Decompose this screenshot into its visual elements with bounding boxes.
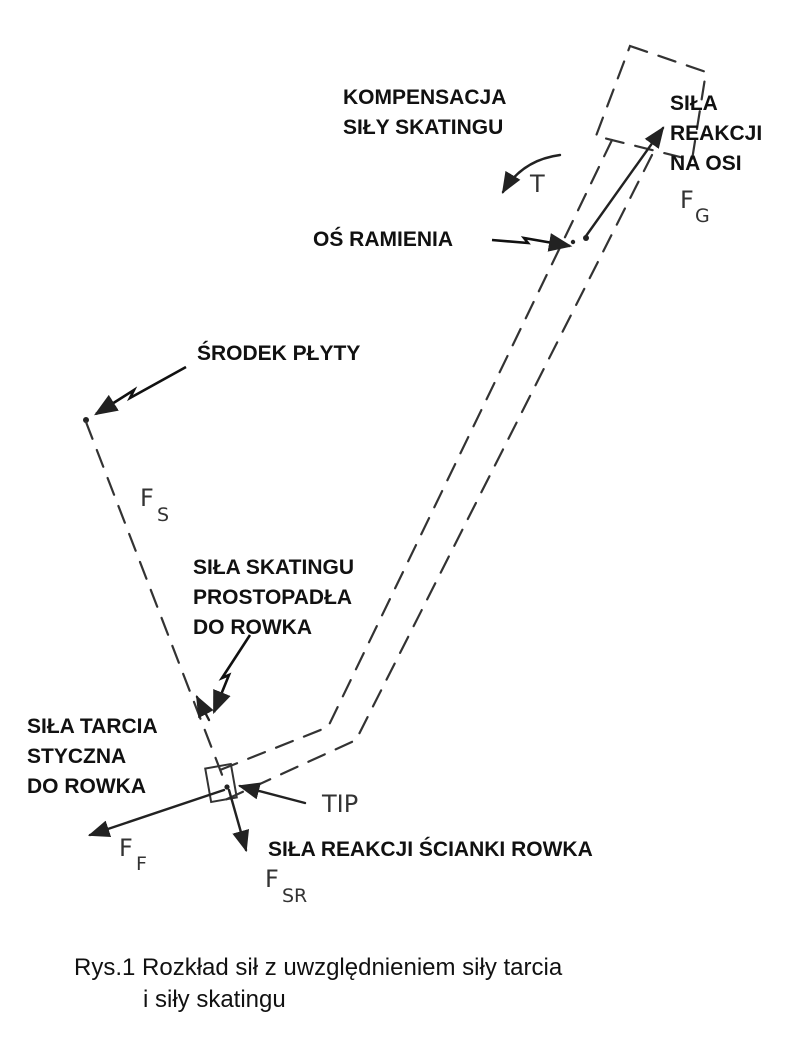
label-os-ramienia: OŚ RAMIENIA: [313, 227, 453, 251]
skating-force-line: [84, 420, 228, 787]
record-center-point: [83, 417, 89, 423]
symbol-fg-main: F: [680, 186, 694, 214]
label-sila-reakcji-scianki: SIŁA REAKCJI ŚCIANKI ROWKA: [268, 837, 593, 861]
label-sila-reakcji-na-osi-line-1: SIŁA: [670, 92, 718, 115]
leader-sila-skatingu: [212, 634, 252, 715]
leader-srodek-plyty: [94, 365, 187, 416]
symbol-fs: F S: [140, 484, 169, 526]
leader-os-ramienia: [491, 233, 573, 252]
symbol-fs-main: F: [140, 484, 154, 512]
tonearm-tube-left: [213, 138, 614, 774]
caption-line-2: i siły skatingu: [143, 986, 286, 1013]
leader-tip: [237, 782, 307, 805]
fg-arrow: [584, 126, 665, 238]
label-sila-reakcji-na-osi-line-3: NA OSI: [670, 152, 742, 175]
symbol-torque: T: [529, 170, 545, 198]
label-sila-tarcia: SIŁA TARCIA STYCZNA DO ROWKA: [27, 715, 163, 798]
label-sila-tarcia-line-3: DO ROWKA: [27, 775, 146, 798]
tonearm-headshell: [594, 44, 708, 162]
pivot-point: [583, 235, 589, 241]
caption-line-1: Rys.1 Rozkład sił z uwzględnieniem siły …: [74, 954, 563, 981]
symbol-ff-main: F: [119, 834, 133, 862]
caption: Rys.1 Rozkład sił z uwzględnieniem siły …: [74, 954, 569, 1013]
tonearm: [204, 44, 708, 804]
label-sila-tarcia-line-1: SIŁA TARCIA: [27, 715, 157, 738]
label-sila-tarcia-line-2: STYCZNA: [27, 745, 126, 768]
fsr-arrow: [227, 788, 250, 853]
label-sila-skatingu: SIŁA SKATINGU PROSTOPADŁA DO ROWKA: [193, 556, 360, 639]
symbol-fsr-sub: SR: [282, 885, 307, 907]
label-kompensacja-line-1: KOMPENSACJA: [343, 86, 506, 109]
label-srodek-plyty: ŚRODEK PŁYTY: [197, 341, 360, 365]
stylus-tip-point: [224, 784, 230, 790]
symbol-fs-sub: S: [157, 504, 169, 526]
symbol-fsr: F SR: [265, 865, 307, 907]
label-sila-reakcji-na-osi: SIŁA REAKCJI NA OSI: [670, 92, 768, 175]
ff-arrow: [87, 788, 226, 838]
tonearm-tube-right: [223, 153, 654, 802]
label-sila-skatingu-line-3: DO ROWKA: [193, 616, 312, 639]
label-sila-skatingu-line-2: PROSTOPADŁA: [193, 586, 352, 609]
symbol-ff-sub: F: [136, 853, 147, 875]
label-sila-skatingu-line-1: SIŁA SKATINGU: [193, 556, 354, 579]
torque-arrow: [501, 153, 562, 194]
label-kompensacja-line-2: SIŁY SKATINGU: [343, 116, 503, 139]
symbol-fg: F G: [680, 186, 710, 227]
label-kompensacja: KOMPENSACJA SIŁY SKATINGU: [343, 86, 511, 139]
symbol-ff: F F: [119, 834, 147, 875]
fs-arrow: [195, 695, 214, 722]
symbol-fsr-main: F: [265, 865, 279, 893]
symbol-fg-sub: G: [695, 205, 710, 227]
pivot-point-2: [570, 239, 576, 245]
label-sila-reakcji-na-osi-line-2: REAKCJI: [670, 122, 762, 145]
label-tip: TIP: [321, 790, 358, 818]
